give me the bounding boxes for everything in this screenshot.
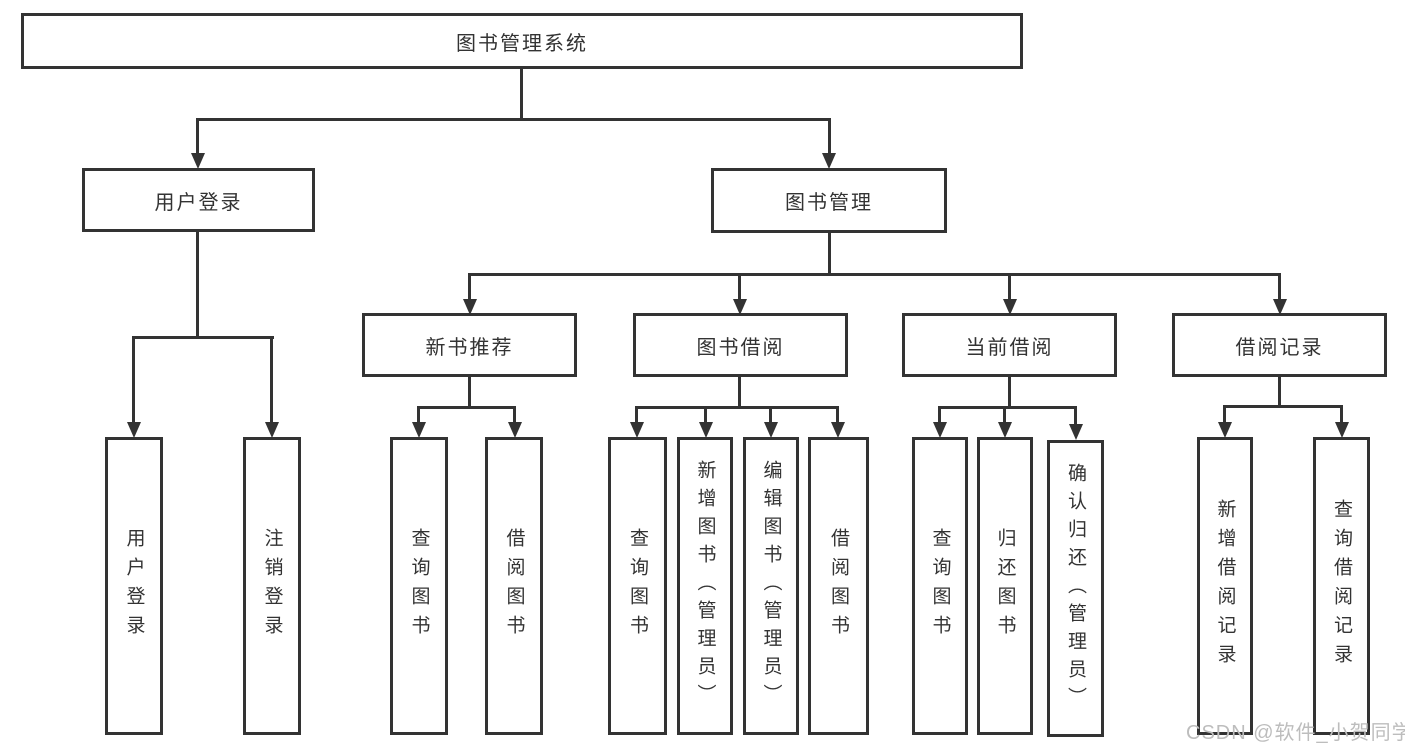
connector xyxy=(635,406,838,409)
leaf-edit-books-admin: 编辑图书（管理员） xyxy=(743,437,799,735)
leaf-add-borrow-record: 新增借阅记录 xyxy=(1197,437,1253,735)
arrow-down-icon xyxy=(191,153,205,169)
arrow-down-icon xyxy=(998,422,1012,438)
leaf-user-login: 用户登录 xyxy=(105,437,163,735)
connector xyxy=(1278,377,1281,408)
connector xyxy=(1223,405,1226,424)
connector xyxy=(468,273,1281,276)
connector xyxy=(132,336,135,424)
connector xyxy=(938,406,1077,409)
connector xyxy=(1223,405,1343,408)
connector xyxy=(704,406,707,424)
node-current-borrow: 当前借阅 xyxy=(902,313,1117,377)
leaf-borrow-books: 借阅图书 xyxy=(808,437,869,735)
connector xyxy=(132,336,274,339)
connector xyxy=(738,273,741,301)
arrow-down-icon xyxy=(412,422,426,438)
arrow-down-icon xyxy=(508,422,522,438)
connector xyxy=(520,69,523,121)
arrow-down-icon xyxy=(265,422,279,438)
connector xyxy=(1008,377,1011,409)
leaf-current-query-books: 查询图书 xyxy=(912,437,968,735)
node-book-borrow: 图书借阅 xyxy=(633,313,848,377)
arrow-down-icon xyxy=(733,299,747,315)
connector xyxy=(769,406,772,424)
arrow-down-icon xyxy=(630,422,644,438)
connector xyxy=(828,233,831,276)
connector xyxy=(938,406,941,424)
leaf-logout: 注销登录 xyxy=(243,437,301,735)
leaf-recommend-borrow-books: 借阅图书 xyxy=(485,437,543,735)
connector xyxy=(196,118,199,154)
connector xyxy=(513,406,516,424)
arrow-down-icon xyxy=(1335,422,1349,438)
arrow-down-icon xyxy=(1218,422,1232,438)
node-new-book-recommend: 新书推荐 xyxy=(362,313,577,377)
connector xyxy=(417,406,516,409)
connector xyxy=(468,377,471,409)
connector xyxy=(468,273,471,301)
connector xyxy=(836,406,839,424)
node-book-management: 图书管理 xyxy=(711,168,947,233)
arrow-down-icon xyxy=(1003,299,1017,315)
arrow-down-icon xyxy=(463,299,477,315)
connector xyxy=(196,118,831,121)
leaf-return-books: 归还图书 xyxy=(977,437,1033,735)
leaf-add-books-admin: 新增图书（管理员） xyxy=(677,437,733,735)
arrow-down-icon xyxy=(699,422,713,438)
node-root-library-system: 图书管理系统 xyxy=(21,13,1023,69)
connector xyxy=(1003,406,1006,424)
connector xyxy=(1340,405,1343,424)
connector xyxy=(196,232,199,339)
connector xyxy=(828,118,831,154)
arrow-down-icon xyxy=(822,153,836,169)
node-user-login: 用户登录 xyxy=(82,168,315,232)
arrow-down-icon xyxy=(1273,299,1287,315)
leaf-recommend-query-books: 查询图书 xyxy=(390,437,448,735)
arrow-down-icon xyxy=(933,422,947,438)
connector xyxy=(1074,406,1077,424)
connector xyxy=(1008,273,1011,301)
arrow-down-icon xyxy=(127,422,141,438)
csdn-watermark: CSDN @软件_小贺同学 xyxy=(1186,722,1405,744)
arrow-down-icon xyxy=(764,422,778,438)
leaf-confirm-return-admin: 确认归还（管理员） xyxy=(1047,440,1104,737)
connector xyxy=(635,406,638,424)
connector xyxy=(417,406,420,424)
node-borrow-records: 借阅记录 xyxy=(1172,313,1387,377)
arrow-down-icon xyxy=(831,422,845,438)
leaf-borrow-query-books: 查询图书 xyxy=(608,437,667,735)
connector xyxy=(1278,273,1281,301)
arrow-down-icon xyxy=(1069,424,1083,440)
connector xyxy=(270,336,273,424)
connector xyxy=(738,377,741,409)
leaf-query-borrow-record: 查询借阅记录 xyxy=(1313,437,1370,735)
